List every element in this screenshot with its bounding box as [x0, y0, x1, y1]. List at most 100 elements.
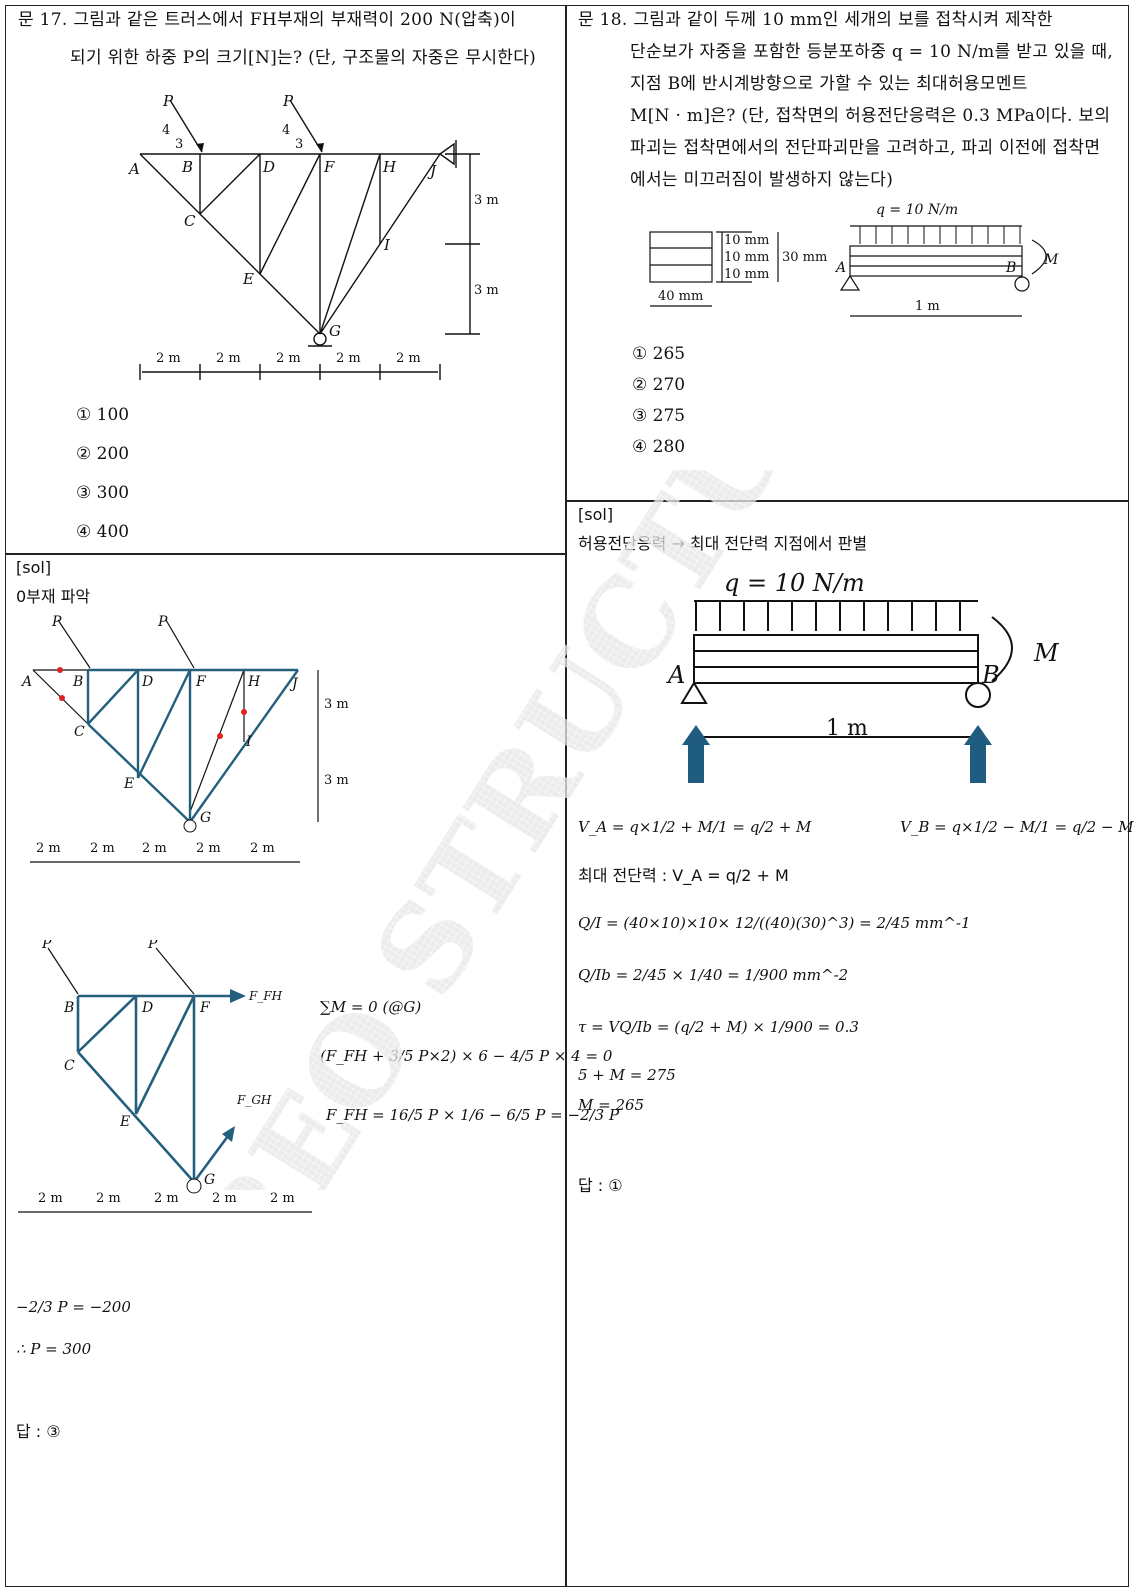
column-divider	[565, 5, 567, 1587]
sol17-heading: 0부재 파악	[16, 587, 91, 606]
q17-number: 문 17.	[18, 10, 68, 30]
q18-line-6: 에서는 미끄러짐이 발생하지 않는다)	[630, 170, 894, 190]
q18-line-5: 파괴는 접착면에서의 전단파괴만을 고려하고, 파괴 이전에 접착면	[630, 138, 1101, 158]
svg-text:C: C	[64, 1058, 75, 1074]
sol18-heading: 허용전단응력 → 최대 전단력 지점에서 판별	[578, 534, 868, 553]
node-label-E: E	[242, 270, 254, 288]
node-label-J: J	[427, 162, 437, 180]
node-label-I: I	[383, 236, 391, 254]
force-label-gh: F_GH	[236, 1093, 272, 1107]
dim-total: 30 mm	[782, 250, 827, 265]
dim-h-2: 2 m	[216, 351, 241, 366]
sol18-tag: [sol]	[578, 505, 614, 524]
q17-truss-figure: A B C D E F G H I J P P 4 3 4 3 2 m 2 m …	[127, 92, 499, 380]
svg-text:B: B	[981, 661, 1000, 689]
q18-line-4: M[N · m]은? (단, 접착면의 허용전단응력은 0.3 MPa이다. 보…	[630, 106, 1111, 126]
q17-text-line1: 그림과 같은 트러스에서 FH부재의 부재력이 200 N(압축)이	[73, 10, 516, 30]
svg-text:H: H	[247, 674, 261, 690]
dim-h-5: 2 m	[396, 351, 421, 366]
q18-choice-3[interactable]: ③ 275	[632, 406, 686, 426]
node-label-D: D	[262, 158, 275, 176]
support-label-B: B	[1005, 260, 1016, 276]
svg-text:2 m: 2 m	[154, 1191, 179, 1206]
node-label-H: H	[382, 158, 397, 176]
load-label-q: q = 10 N/m	[876, 202, 958, 218]
svg-text:J: J	[289, 676, 299, 692]
svg-text:2 m: 2 m	[90, 841, 115, 856]
svg-text:F: F	[195, 674, 207, 690]
page-frame	[5, 5, 1129, 1587]
svg-text:P: P	[51, 614, 62, 630]
q18-line-2: 단순보가 자중을 포함한 등분포하중 q = 10 N/m를 받고 있을 때,	[630, 42, 1114, 62]
svg-text:3 m: 3 m	[324, 773, 349, 788]
sol18-vb: V_B = q×1/2 − M/1 = q/2 − M	[900, 818, 1134, 836]
q17-choice-4[interactable]: ④ 400	[76, 522, 130, 542]
svg-text:A: A	[666, 661, 685, 689]
q17-choice-2[interactable]: ② 200	[76, 444, 130, 464]
load-label-P1: P	[162, 92, 174, 110]
q18-question: 문 18. 그림과 같이 두께 10 mm인 세개의 보를 접착시켜 제작한 단…	[578, 6, 1118, 195]
dim-span: 1 m	[915, 299, 940, 314]
sol17-tag: [sol]	[16, 558, 52, 577]
sol18-answer: 답 : ①	[578, 1176, 623, 1195]
dim-layer-2: 10 mm	[724, 250, 769, 265]
svg-text:B: B	[63, 1000, 74, 1016]
sol18-result-1: 5 + M = 275	[578, 1066, 676, 1084]
sol18-beam-figure: q = 10 N/m A B M 1 m	[666, 569, 1060, 783]
q18-choice-1[interactable]: ① 265	[632, 344, 686, 364]
svg-text:F: F	[199, 1000, 211, 1016]
svg-text:2 m: 2 m	[36, 841, 61, 856]
load-label-P2: P	[282, 92, 294, 110]
force-label-fh: F_FH	[248, 989, 283, 1003]
svg-text:P: P	[41, 940, 52, 952]
svg-text:C: C	[74, 724, 85, 740]
svg-text:2 m: 2 m	[96, 1191, 121, 1206]
sol18-q-over-ib: Q/Ib = 2/45 × 1/40 = 1/900 mm^-2	[578, 966, 849, 984]
sol18-result-2: M = 265	[578, 1096, 645, 1114]
sol18-load-label: q = 10 N/m	[724, 569, 865, 597]
q18-line-3: 지점 B에 반시계방향으로 가할 수 있는 최대허용모멘트	[630, 74, 1028, 94]
svg-text:2 m: 2 m	[270, 1191, 295, 1206]
q18-line-1: 그림과 같이 두께 10 mm인 세개의 보를 접착시켜 제작한	[633, 10, 1053, 30]
ratio-4a: 4	[162, 123, 170, 138]
dim-v-2: 3 m	[474, 283, 499, 298]
q18-number: 문 18.	[578, 10, 628, 30]
svg-text:E: E	[119, 1114, 130, 1130]
q17-section-divider	[5, 553, 566, 555]
sol17-answer: 답 : ③	[16, 1422, 61, 1441]
sol18-tau: τ = VQ/Ib = (q/2 + M) × 1/900 = 0.3	[578, 1018, 859, 1036]
node-label-C: C	[184, 212, 196, 230]
svg-text:B: B	[72, 674, 83, 690]
sol18-max-shear: 최대 전단력 : V_A = q/2 + M	[578, 866, 789, 885]
svg-text:P: P	[147, 940, 158, 952]
svg-text:2 m: 2 m	[196, 841, 221, 856]
svg-text:A: A	[20, 674, 32, 690]
q18-choice-2[interactable]: ② 270	[632, 375, 686, 395]
sol18-va: V_A = q×1/2 + M/1 = q/2 + M	[578, 818, 812, 836]
q17-choice-1[interactable]: ① 100	[76, 405, 130, 425]
sol17-result-p: ∴ P = 300	[16, 1340, 92, 1358]
sol18-span-label: 1 m	[826, 716, 868, 741]
dim-width: 40 mm	[658, 289, 703, 304]
sol17-eq-ffh: F_FH = 16/5 P × 1/6 − 6/5 P = −2/3 P	[326, 1106, 620, 1124]
svg-text:P: P	[157, 614, 168, 630]
node-label-F: F	[323, 158, 335, 176]
q17-choice-3[interactable]: ③ 300	[76, 483, 130, 503]
q17-question: 문 17. 그림과 같은 트러스에서 FH부재의 부재력이 200 N(압축)이…	[18, 6, 558, 73]
svg-text:2 m: 2 m	[142, 841, 167, 856]
ratio-4b: 4	[282, 123, 290, 138]
dim-v-1: 3 m	[474, 193, 499, 208]
q18-choice-4[interactable]: ④ 280	[632, 437, 686, 457]
svg-text:2 m: 2 m	[212, 1191, 237, 1206]
svg-text:I: I	[245, 734, 252, 750]
support-label-A: A	[834, 260, 846, 276]
svg-text:M: M	[1033, 639, 1060, 667]
node-label-A: A	[127, 160, 140, 178]
sol18-q-over-i: Q/I = (40×10)×10× 12/((40)(30)^3) = 2/45…	[578, 914, 971, 932]
svg-text:2 m: 2 m	[250, 841, 275, 856]
node-label-G: G	[329, 322, 341, 340]
q18-beam-figure: 10 mm 10 mm 10 mm 30 mm 40 mm 1 m q = 10…	[649, 202, 1059, 317]
dim-layer-1: 10 mm	[724, 233, 769, 248]
